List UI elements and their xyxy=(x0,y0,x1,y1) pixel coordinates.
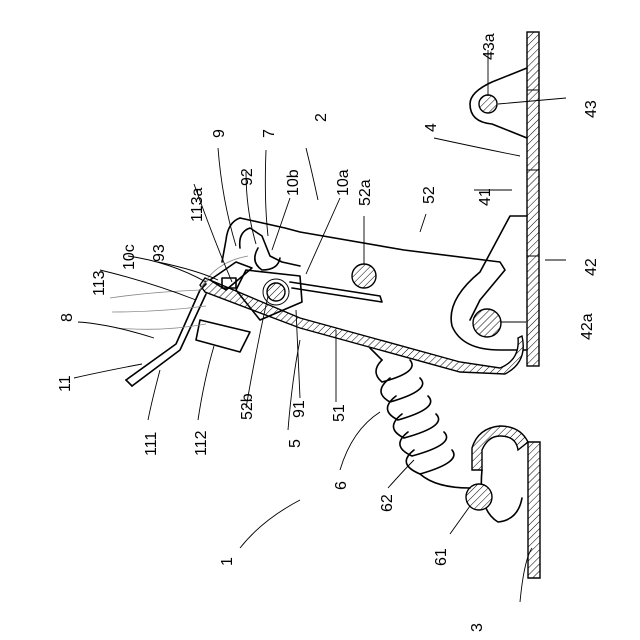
label-61: 61 xyxy=(433,548,450,566)
label-52: 52 xyxy=(421,186,438,204)
label-1: 1 xyxy=(219,557,236,566)
label-4: 4 xyxy=(423,123,440,132)
label-6: 6 xyxy=(333,481,350,490)
label-41: 41 xyxy=(477,188,494,206)
label-7: 7 xyxy=(261,129,278,138)
label-92: 92 xyxy=(239,168,256,186)
label-8: 8 xyxy=(59,313,76,322)
label-10a: 10a xyxy=(335,169,352,196)
label-11: 11 xyxy=(57,375,74,392)
label-10c: 10c xyxy=(121,244,138,270)
label-112: 112 xyxy=(193,430,210,456)
bracket-42 xyxy=(451,216,527,350)
label-113a: 113a xyxy=(189,187,206,222)
label-111: 111 xyxy=(143,432,160,456)
label-52a: 52a xyxy=(357,179,374,206)
label-2: 2 xyxy=(313,113,330,122)
label-42: 42 xyxy=(583,258,600,276)
label-113: 113 xyxy=(91,270,108,296)
label-51: 51 xyxy=(331,404,348,422)
label-42a: 42a xyxy=(579,313,596,340)
label-5: 5 xyxy=(287,439,304,448)
label-62: 62 xyxy=(379,494,396,512)
label-93: 93 xyxy=(151,244,168,262)
mounting-plate-4 xyxy=(527,32,539,366)
label-52b: 52b xyxy=(239,393,256,420)
label-43a: 43a xyxy=(481,33,498,60)
label-91: 91 xyxy=(291,400,308,418)
label-43: 43 xyxy=(583,100,600,118)
label-9: 9 xyxy=(211,129,228,138)
label-10b: 10b xyxy=(285,169,302,196)
bracket-43 xyxy=(470,68,527,138)
label-3: 3 xyxy=(469,623,486,632)
